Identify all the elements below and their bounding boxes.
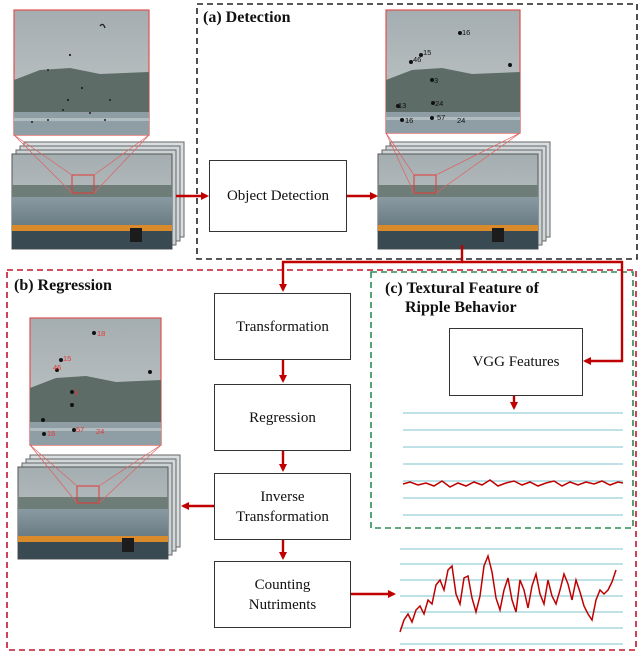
right-arrow-icon — [279, 245, 464, 292]
regression-label: 57 — [76, 425, 84, 434]
detection-title: (a) Detection — [203, 9, 291, 26]
right-arrow-icon — [462, 260, 624, 365]
regression-zoom-lines — [29, 444, 162, 504]
transformation-box: Transformation — [214, 293, 351, 360]
transformation-label: Transformation — [236, 318, 329, 335]
detection-label: 16 — [405, 116, 413, 125]
regression-label: 3 — [74, 388, 78, 397]
detection-label: 24 — [457, 116, 465, 125]
object-detection-box: Object Detection — [209, 160, 347, 232]
counting-signal-line — [399, 553, 617, 633]
detection-label: 16 — [462, 28, 470, 37]
regression-box: Regression — [214, 384, 351, 451]
textural-frame — [370, 271, 634, 529]
detected-frame-stack — [377, 141, 551, 250]
regression-label: 15 — [63, 354, 71, 363]
textural-title-line2: Ripple Behavior — [405, 299, 517, 316]
input-frame-stack — [11, 141, 185, 250]
detection-label: 15 — [423, 48, 431, 57]
regression-zoomed-image: 18 15 46 3 16 57 24 — [29, 317, 162, 446]
detection-label: 24 — [435, 99, 443, 108]
inverse-label-line1: Inverse — [260, 488, 305, 505]
regression-label: 24 — [96, 427, 104, 436]
counting-plot — [399, 548, 623, 645]
textural-title-line1: (c) Textural Feature of — [385, 280, 539, 297]
detected-zoomed-image: 16 15 46 3 13 24 57 16 24 — [385, 9, 521, 134]
counting-label-line1: Counting — [254, 576, 311, 593]
regression-label: 16 — [47, 429, 55, 438]
detection-frame — [196, 3, 638, 260]
texture-feature-plot — [402, 412, 624, 516]
counting-nutriments-box: Counting Nutriments — [214, 561, 351, 628]
detected-zoom-lines — [385, 132, 521, 194]
inverse-label-line2: Transformation — [236, 508, 329, 525]
input-zoom-lines — [13, 134, 150, 194]
detection-label: 46 — [413, 55, 421, 64]
detection-label: 3 — [434, 76, 438, 85]
input-zoomed-image — [13, 9, 150, 136]
inverse-transformation-box: Inverse Transformation — [214, 473, 351, 540]
regression-frame — [6, 269, 637, 651]
object-detection-label: Object Detection — [226, 188, 330, 204]
vgg-label: VGG Features — [472, 354, 560, 370]
regression-label: 18 — [97, 329, 105, 338]
regression-frame-stack — [17, 454, 181, 560]
detection-label: 57 — [437, 113, 445, 122]
detection-label: 13 — [398, 101, 406, 110]
regression-title: (b) Regression — [14, 277, 112, 294]
texture-signal-line — [402, 479, 624, 488]
regression-label: 46 — [53, 363, 61, 372]
connector-arrows — [176, 192, 624, 598]
vgg-features-box: VGG Features — [449, 328, 583, 396]
regression-label: Regression — [249, 409, 316, 426]
counting-label-line2: Nutriments — [248, 596, 317, 613]
